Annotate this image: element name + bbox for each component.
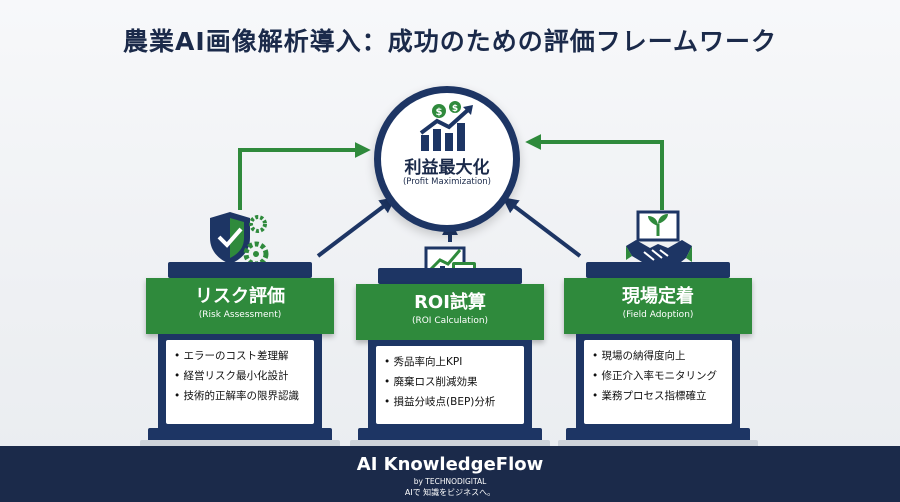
pillar-subtitle: (ROI Calculation) bbox=[411, 316, 489, 326]
arrow-right-navy bbox=[502, 197, 582, 258]
pillar-cap bbox=[586, 262, 730, 278]
footer-tagline: AIで 知識をビジネスへ。 bbox=[404, 488, 496, 497]
dollar-growth-chart-icon: $ $ bbox=[419, 101, 473, 151]
pillar-subtitle: (Risk Assessment) bbox=[198, 310, 282, 320]
arrow-left-navy bbox=[316, 197, 396, 258]
list-item: • 業務プロセス指標確立 bbox=[592, 390, 707, 402]
pillar-base-shadow bbox=[558, 440, 758, 450]
list-item: • 損益分岐点(BEP)分析 bbox=[384, 396, 496, 408]
pillar-cap bbox=[378, 268, 522, 284]
pillar-list: • エラーのコスト差理解 • 経営リスク最小化設計 • 技術的正解率の限界認識 bbox=[166, 340, 314, 424]
pillar-base bbox=[148, 428, 332, 442]
pillar-base-shadow bbox=[350, 440, 550, 450]
pillar-list: • 秀品率向上KPI • 廃棄ロス削減効果 • 損益分岐点(BEP)分析 bbox=[376, 346, 524, 424]
pillar-banner: ROI試算 (ROI Calculation) bbox=[356, 284, 544, 340]
list-item: • 廃棄ロス削減効果 bbox=[384, 376, 478, 388]
pillar-subtitle: (Field Adoption) bbox=[622, 310, 694, 320]
footer-bar: AI KnowledgeFlow by TECHNODIGITAL AIで 知識… bbox=[0, 446, 900, 502]
pillar-body: • 現場の納得度向上 • 修正介入率モニタリング • 業務プロセス指標確立 bbox=[576, 334, 740, 436]
goal-subtitle: (Profit Maximization) bbox=[402, 177, 492, 187]
shield-gear-icon bbox=[210, 212, 269, 267]
pillar-base-shadow bbox=[140, 440, 340, 450]
pillar-body: • エラーのコスト差理解 • 経営リスク最小化設計 • 技術的正解率の限界認識 bbox=[158, 334, 322, 436]
pillar-base bbox=[566, 428, 750, 442]
pillar-body: • 秀品率向上KPI • 廃棄ロス削減効果 • 損益分岐点(BEP)分析 bbox=[368, 340, 532, 436]
pillar-base bbox=[358, 428, 542, 442]
list-item: • 経営リスク最小化設計 bbox=[174, 370, 289, 382]
goal-title: 利益最大化 bbox=[404, 158, 490, 178]
list-item: • エラーのコスト差理解 bbox=[174, 350, 289, 362]
goal-circle: $ $ 利益最大化 (Profit Maximization) bbox=[374, 86, 520, 232]
pillar-banner: 現場定着 (Field Adoption) bbox=[564, 278, 752, 334]
pillar-title: 現場定着 bbox=[622, 286, 694, 307]
footer-by: by TECHNODIGITAL bbox=[413, 477, 487, 486]
pillar-cap bbox=[168, 262, 312, 278]
list-item: • 現場の納得度向上 bbox=[592, 350, 686, 362]
list-item: • 秀品率向上KPI bbox=[384, 356, 463, 368]
arrow-left-green bbox=[238, 142, 371, 210]
arrow-right-green bbox=[525, 134, 664, 210]
pillar-title: ROI試算 bbox=[414, 292, 486, 313]
pillar-title: リスク評価 bbox=[195, 286, 285, 307]
list-item: • 修正介入率モニタリング bbox=[592, 370, 718, 382]
pillar-banner: リスク評価 (Risk Assessment) bbox=[146, 278, 334, 334]
handshake-plant-icon bbox=[626, 210, 692, 266]
svg-text:$: $ bbox=[436, 107, 443, 118]
svg-text:$: $ bbox=[452, 104, 458, 114]
list-item: • 技術的正解率の限界認識 bbox=[174, 390, 300, 402]
pillar-list: • 現場の納得度向上 • 修正介入率モニタリング • 業務プロセス指標確立 bbox=[584, 340, 732, 424]
page-title: 農業AI画像解析導入：成功のための評価フレームワーク bbox=[123, 27, 777, 56]
footer-brand: AI KnowledgeFlow bbox=[356, 454, 544, 475]
